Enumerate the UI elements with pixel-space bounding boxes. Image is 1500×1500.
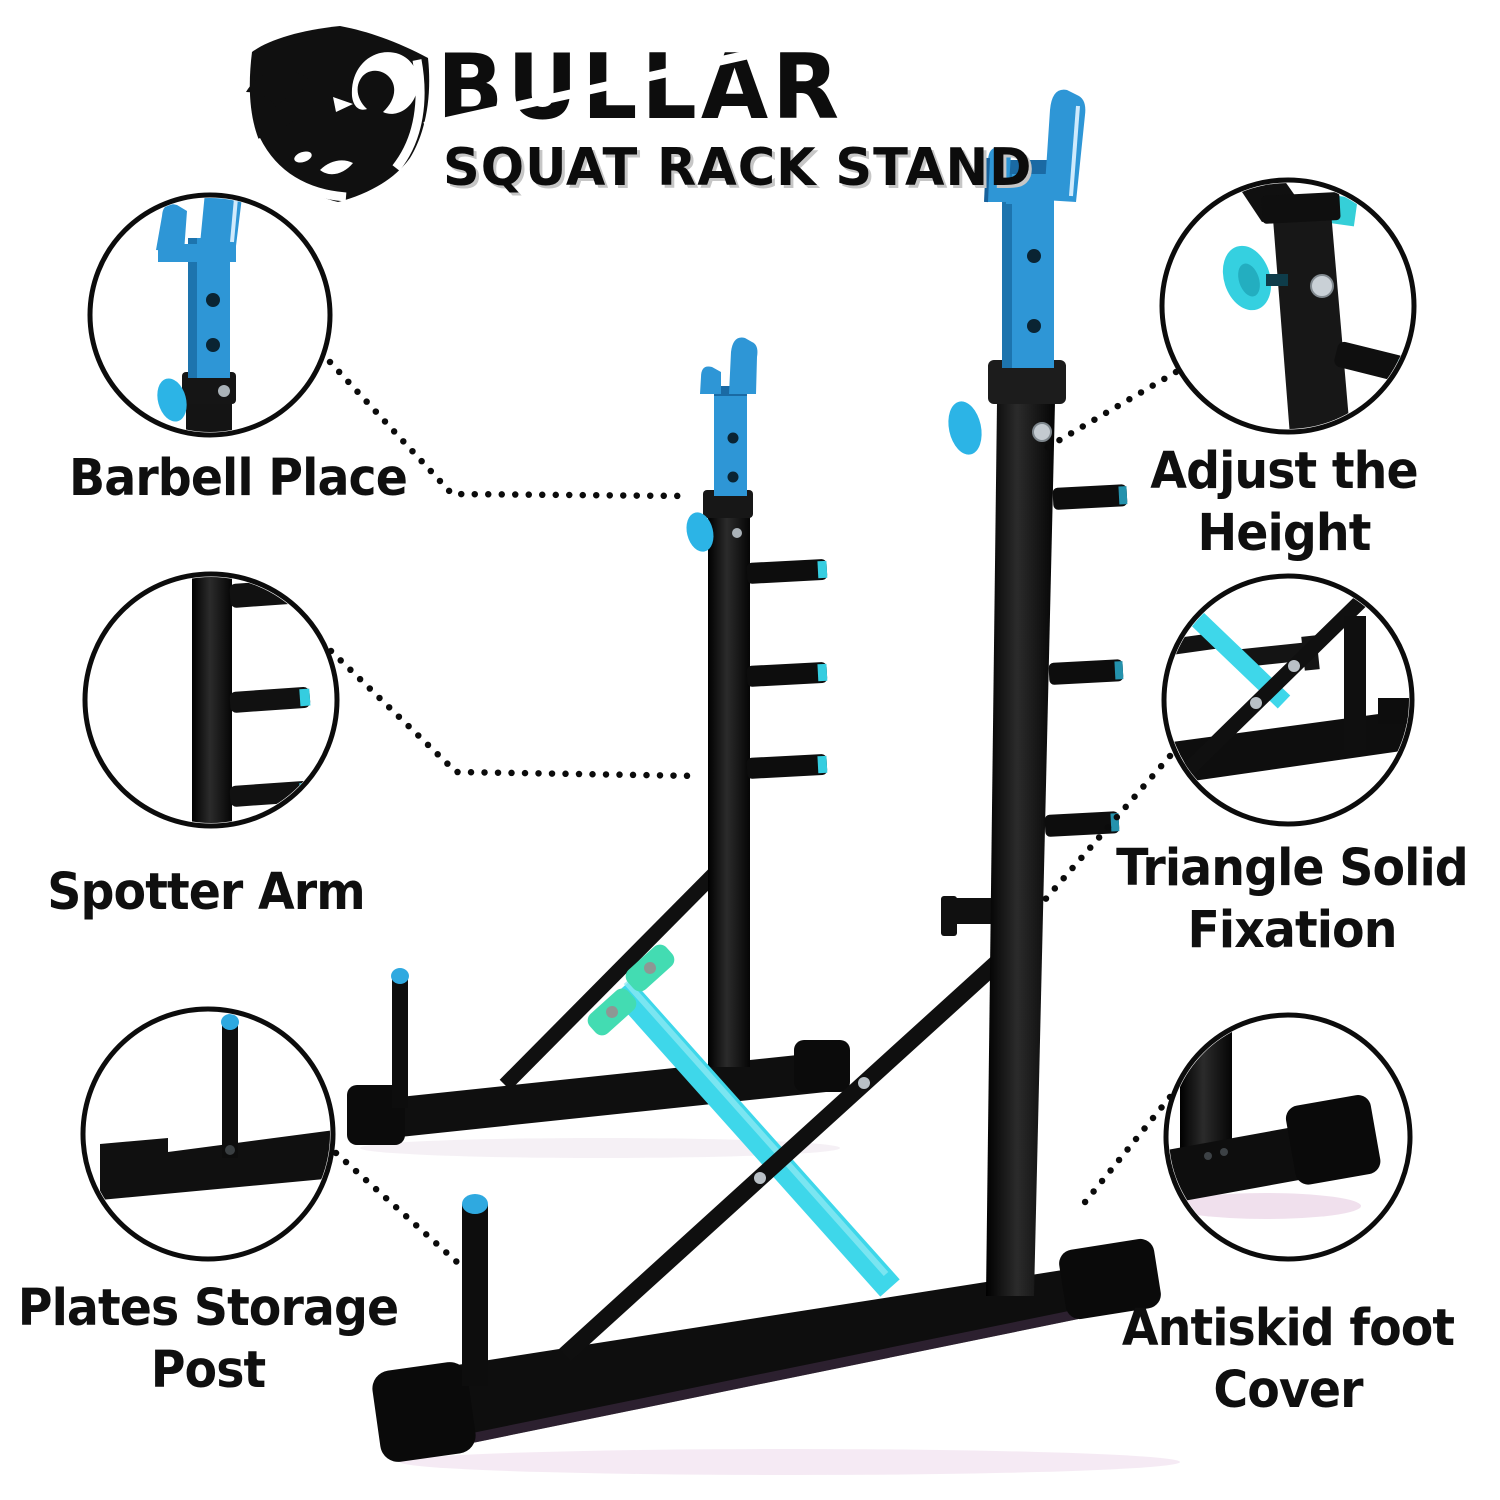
- label-line: Plates Storage: [17, 1279, 399, 1338]
- callout-label-triangle-solid-fixation: Triangle Solid Fixation: [1116, 838, 1469, 962]
- label-line: Barbell Place: [69, 449, 408, 508]
- front-hook-back-prong: [1044, 89, 1086, 202]
- front-plate-post-cap: [462, 1194, 488, 1214]
- callout-label-adjust-the-height: Adjust the Height: [1150, 441, 1418, 565]
- leader-triangle-solid-fixation: [1039, 752, 1174, 906]
- rear-bolt: [732, 528, 742, 538]
- front-left-foot-cover: [372, 1362, 476, 1462]
- rear-hook-back-prong: [729, 337, 758, 394]
- rear-collar: [703, 490, 753, 518]
- leader-lines: [326, 358, 1180, 1267]
- callout-circle-plates-storage-post: [80, 1006, 336, 1262]
- plate-post-icon: [100, 1014, 330, 1200]
- rear-spotter-pegs: [746, 559, 828, 779]
- front-spotter-pegs: [1044, 484, 1128, 837]
- rear-triangle-brace: [499, 854, 734, 1091]
- label-line: Triangle Solid: [1116, 839, 1469, 898]
- rear-adjust-knob: [686, 512, 714, 552]
- front-adjust-knob: [948, 401, 982, 455]
- callout-label-antiskid-foot-cover: Antiskid foot Cover: [1121, 1298, 1455, 1422]
- label-line: Adjust the: [1150, 442, 1418, 501]
- brand-tagline: SQUAT RACK STAND: [443, 138, 1033, 199]
- callout-label-plates-storage-post: Plates Storage Post: [18, 1278, 399, 1402]
- rear-upright-post: [708, 497, 750, 1067]
- leader-antiskid-foot-cover: [1073, 1093, 1174, 1216]
- label-line: Fixation: [1187, 901, 1397, 960]
- leader-plates-storage-post: [332, 1149, 462, 1267]
- rear-squat-stand: [347, 337, 850, 1158]
- front-plate-post: [462, 1204, 488, 1386]
- front-triangle-brace: [559, 953, 1006, 1362]
- rear-hook-front-prong: [700, 366, 721, 394]
- rear-plate-post-cap: [391, 968, 409, 984]
- label-line: Height: [1197, 504, 1372, 563]
- cross-connector-bar: [587, 944, 900, 1297]
- callout-label-barbell-place: Barbell Place: [69, 448, 408, 510]
- front-squat-stand: [372, 89, 1180, 1475]
- triangle-brace-icon: [1167, 592, 1409, 784]
- callout-circle-triangle-solid-fixation: [1161, 573, 1415, 827]
- leader-barbell-place: [326, 358, 690, 500]
- label-line: Post: [150, 1341, 266, 1400]
- label-line: Cover: [1213, 1361, 1363, 1420]
- front-hook-front-prong: [985, 147, 1011, 202]
- barbell-hook-icon: [156, 198, 244, 432]
- front-base-beam: [438, 1256, 1152, 1450]
- rear-right-foot-cover: [794, 1040, 850, 1092]
- leader-adjust-the-height: [1042, 368, 1180, 452]
- front-right-foot-cover: [1059, 1238, 1161, 1320]
- rear-base-beam: [352, 1050, 845, 1142]
- label-line: Spotter Arm: [47, 863, 365, 922]
- callout-label-spotter-arm: Spotter Arm: [47, 862, 365, 924]
- rear-plate-post: [392, 976, 408, 1108]
- front-collar: [988, 360, 1066, 404]
- bull-head-icon: [246, 26, 430, 202]
- foot-cover-icon: [1169, 1018, 1381, 1219]
- front-adjust-bolt: [1032, 422, 1052, 442]
- rear-left-foot-cover: [347, 1085, 405, 1145]
- height-knob-icon: [1222, 183, 1409, 429]
- front-upright-post: [986, 402, 1055, 1296]
- leader-spotter-arm: [327, 647, 704, 780]
- label-line: Antiskid foot: [1121, 1299, 1455, 1358]
